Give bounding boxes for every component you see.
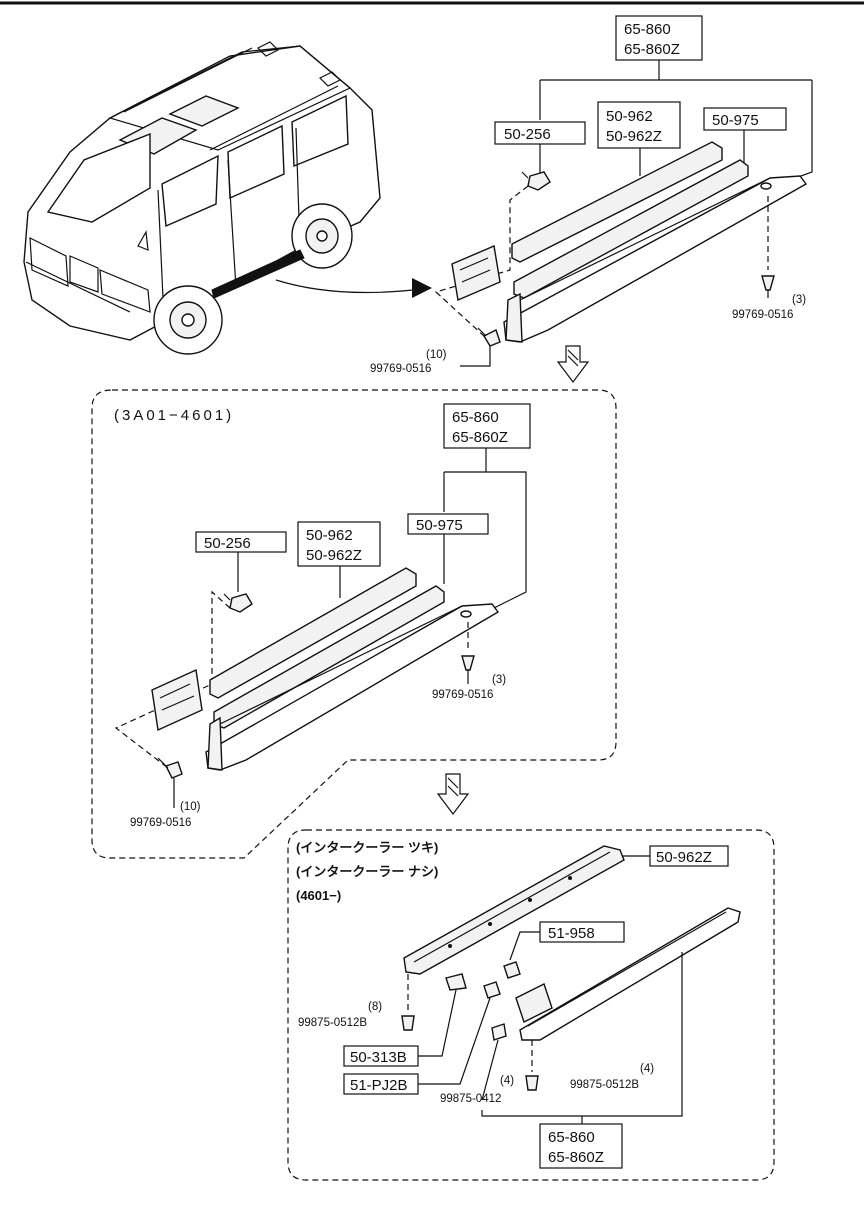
bottom-bracket	[515, 983, 553, 1023]
van-illustration	[23, 41, 381, 355]
mid-garnish-box	[407, 513, 489, 535]
bottom-screw-center-part: 99875-0412	[440, 1093, 501, 1105]
top-molding-box	[597, 101, 681, 149]
bottom-assembly-label-2: 65-860Z	[548, 1149, 604, 1166]
top-section: 65-860 65-860Z 50-256 50-962 50-962Z 50-…	[370, 15, 813, 375]
mid-garnish-label: 50-975	[416, 517, 463, 534]
bottom-note-1: (インタークーラー ツキ)	[296, 840, 438, 855]
mid-molding-label-1: 50-962	[306, 527, 353, 544]
bottom-clip-a-label: 51-958	[548, 925, 595, 942]
top-garnish-box	[703, 107, 787, 131]
bottom-clip-b-label: 50-313B	[350, 1049, 407, 1066]
mid-assembly-label-box	[443, 403, 531, 449]
mid-screw-left-part: 99769-0516	[130, 817, 191, 829]
top-molding-label-2: 50-962Z	[606, 128, 662, 145]
top-clip-label: 50-256	[504, 126, 551, 143]
bottom-screw-right	[525, 1075, 539, 1091]
mid-screw-right-part: 99769-0516	[432, 689, 493, 701]
top-molding-label-1: 50-962	[606, 108, 653, 125]
top-screw-left-qty: (10)	[426, 349, 447, 361]
callout-arrow	[275, 279, 431, 294]
bottom-clip-c-label: 51-PJ2B	[350, 1077, 408, 1094]
top-clip-part	[521, 171, 551, 191]
bottom-screw-left-part: 99875-0512B	[298, 1017, 367, 1029]
top-assembly-label-box	[615, 15, 703, 61]
mid-clip-label: 50-256	[204, 535, 251, 552]
callout-arrow-head	[412, 278, 432, 298]
top-assembly-label-1: 65-860	[624, 21, 671, 38]
mid-screw-left-qty: (10)	[180, 801, 201, 813]
mid-molding-part	[209, 567, 417, 699]
bottom-clip-c-part	[483, 981, 501, 999]
bottom-section: (インタークーラー ツキ) (インタークーラー ナシ) (4601−) 50-9…	[287, 829, 775, 1181]
bottom-screw-right-qty: (4)	[640, 1063, 654, 1075]
top-screw-right-part: 99769-0516	[732, 309, 793, 321]
mid-screw-right	[461, 655, 475, 684]
bottom-screw-left	[401, 1015, 415, 1031]
mid-range-label: (3A01−4601)	[114, 407, 234, 424]
down-arrow-1	[556, 345, 590, 383]
mid-assembly-label-2: 65-860Z	[452, 429, 508, 446]
top-screw-left-part: 99769-0516	[370, 363, 431, 375]
mid-molding-box	[297, 521, 381, 567]
mid-section: (3A01−4601) 65-860 65-860Z 50-975 50-962…	[91, 389, 617, 859]
mid-clip-part	[223, 593, 253, 613]
mid-dashed-frame	[91, 389, 617, 859]
bottom-assembly-label-box	[539, 1123, 623, 1169]
bottom-screw-center	[491, 1023, 507, 1041]
top-molding-part	[511, 141, 723, 263]
mid-step-body	[205, 603, 500, 771]
bottom-step-body	[519, 907, 741, 1041]
mid-clip-box	[195, 531, 287, 553]
bottom-molding-label: 50-962Z	[656, 849, 712, 866]
bottom-note-3: (4601−)	[296, 888, 341, 903]
bottom-screw-left-qty: (8)	[368, 1001, 382, 1013]
top-screw-left	[477, 327, 501, 347]
top-garnish-label: 50-975	[712, 112, 759, 129]
bottom-assembly-label-1: 65-860	[548, 1129, 595, 1146]
mid-screw-left	[157, 757, 183, 779]
bottom-dashed-frame	[287, 829, 775, 1181]
top-assembly-label-2: 65-860Z	[624, 41, 680, 58]
mid-screw-right-qty: (3)	[492, 674, 506, 686]
bottom-screw-center-qty: (4)	[500, 1075, 514, 1087]
top-garnish-part	[513, 159, 749, 299]
bottom-screw-right-part: 99875-0512B	[570, 1079, 639, 1091]
top-screw-right	[761, 275, 775, 298]
mid-assembly-label-1: 65-860	[452, 409, 499, 426]
top-bracket	[451, 245, 501, 301]
down-arrow-2	[436, 773, 470, 815]
top-screw-right-qty: (3)	[792, 294, 806, 306]
bottom-clip-b-part	[445, 973, 467, 991]
mid-molding-label-2: 50-962Z	[306, 547, 362, 564]
bottom-note-2: (インタークーラー ナシ)	[296, 864, 438, 879]
bottom-clip-a-part	[503, 961, 521, 979]
mid-bracket	[151, 668, 203, 732]
